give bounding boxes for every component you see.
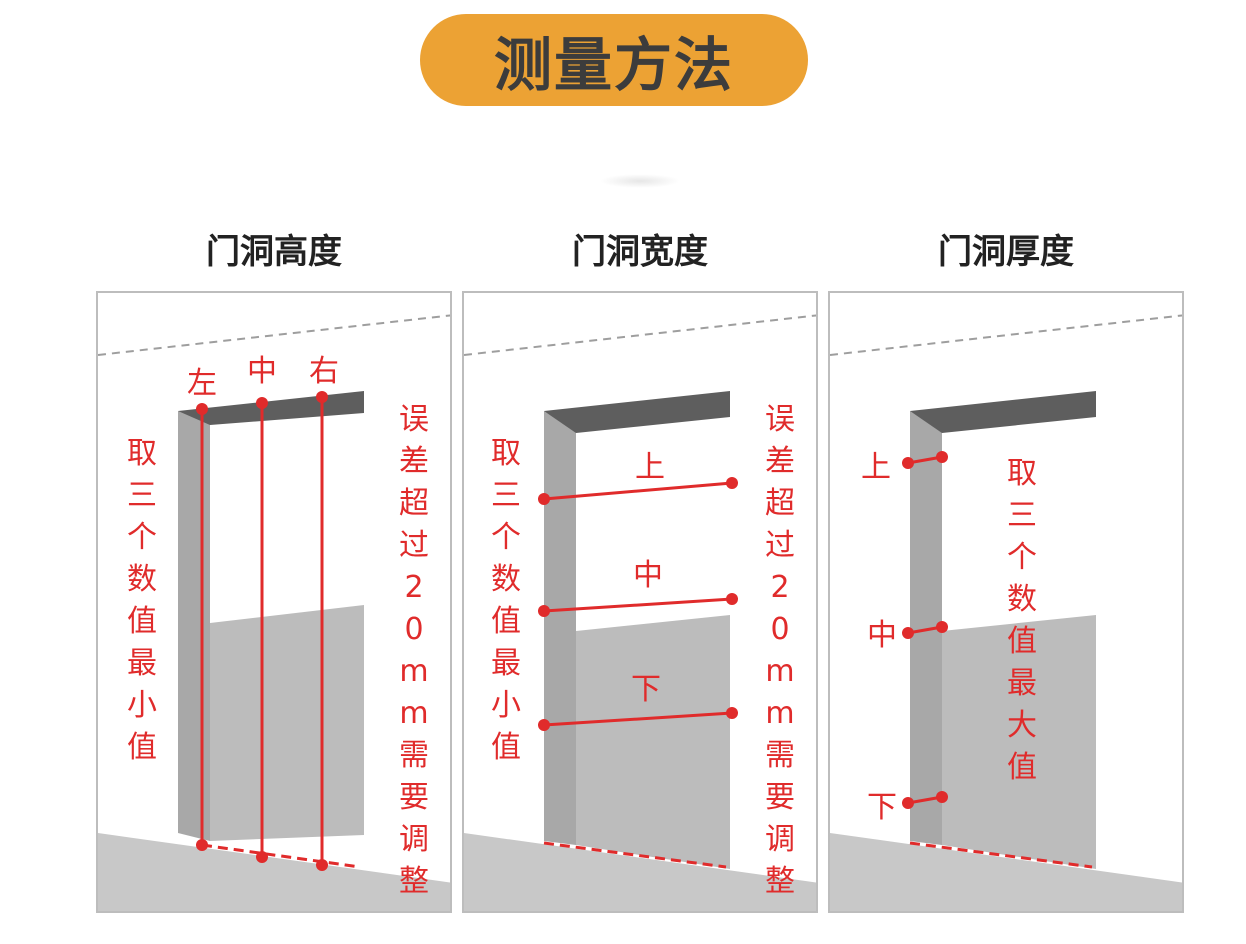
decorative-smudge	[600, 174, 680, 188]
marker-dot	[538, 719, 550, 731]
marker-dot	[256, 397, 268, 409]
door-opening	[210, 411, 364, 623]
note-max-value: 取三个数值最大值	[1007, 456, 1037, 785]
marker-dot	[538, 605, 550, 617]
label-middle: 中	[633, 558, 663, 593]
floor-dashed-mark	[201, 843, 361, 869]
note-min-value: 取三个数值最小值	[127, 436, 157, 765]
ceiling-dashed-line	[830, 314, 1182, 356]
measure-marks	[538, 477, 738, 869]
marker-dot	[936, 451, 948, 463]
label-bottom: 下	[867, 790, 897, 825]
marker-dot	[936, 621, 948, 633]
marker-dot	[256, 851, 268, 863]
marker-dot	[902, 797, 914, 809]
marker-dot	[726, 707, 738, 719]
measure-line-top	[543, 481, 733, 501]
marker-dot	[196, 403, 208, 415]
door-opening	[576, 417, 730, 631]
marker-dot	[902, 627, 914, 639]
label-center: 中	[247, 354, 277, 389]
thickness-diagram: 上 中 下 取三个数值最大值	[830, 314, 1182, 911]
ceiling-dashed-line	[98, 314, 450, 356]
room-scene	[464, 314, 816, 911]
label-right: 右	[309, 354, 339, 389]
measure-line-middle	[543, 597, 733, 613]
measure-line-bottom	[543, 711, 733, 727]
marker-dot	[316, 859, 328, 871]
room-scene	[830, 314, 1182, 911]
label-bottom: 下	[631, 672, 661, 707]
floor	[464, 833, 816, 911]
marker-dot	[936, 791, 948, 803]
panel-title-height: 门洞高度	[206, 232, 342, 272]
labels: 上 中 下 取三个数值最大值	[861, 450, 1037, 825]
label-top: 上	[635, 450, 665, 485]
label-top: 上	[861, 450, 891, 485]
door-jamb-left	[544, 411, 576, 845]
door-jamb-left	[178, 411, 210, 841]
label-left: 左	[187, 366, 217, 401]
door-opening	[942, 417, 1096, 631]
label-middle: 中	[867, 618, 897, 653]
marker-dot	[726, 593, 738, 605]
measure-marks	[902, 451, 1093, 869]
marker-dot	[902, 457, 914, 469]
note-min-value: 取三个数值最小值	[491, 436, 521, 765]
room-scene	[98, 314, 450, 911]
page-title: 测量方法	[420, 14, 808, 106]
marker-dot	[726, 477, 738, 489]
door-jamb-left	[910, 411, 942, 845]
floor-dashed-mark	[543, 841, 727, 869]
door-header	[544, 391, 730, 433]
marker-dot	[196, 839, 208, 851]
panel-title-thickness: 门洞厚度	[938, 232, 1074, 272]
marker-dot	[316, 391, 328, 403]
floor	[98, 833, 450, 911]
measure-marks	[196, 391, 361, 871]
panel-door-thickness: 上 中 下 取三个数值最大值	[828, 291, 1184, 913]
door-header	[910, 391, 1096, 433]
marker-dot	[538, 493, 550, 505]
floor-dashed-mark	[909, 841, 1093, 869]
panel-title-width: 门洞宽度	[572, 232, 708, 272]
floor	[830, 833, 1182, 911]
ceiling-dashed-line	[464, 314, 816, 356]
